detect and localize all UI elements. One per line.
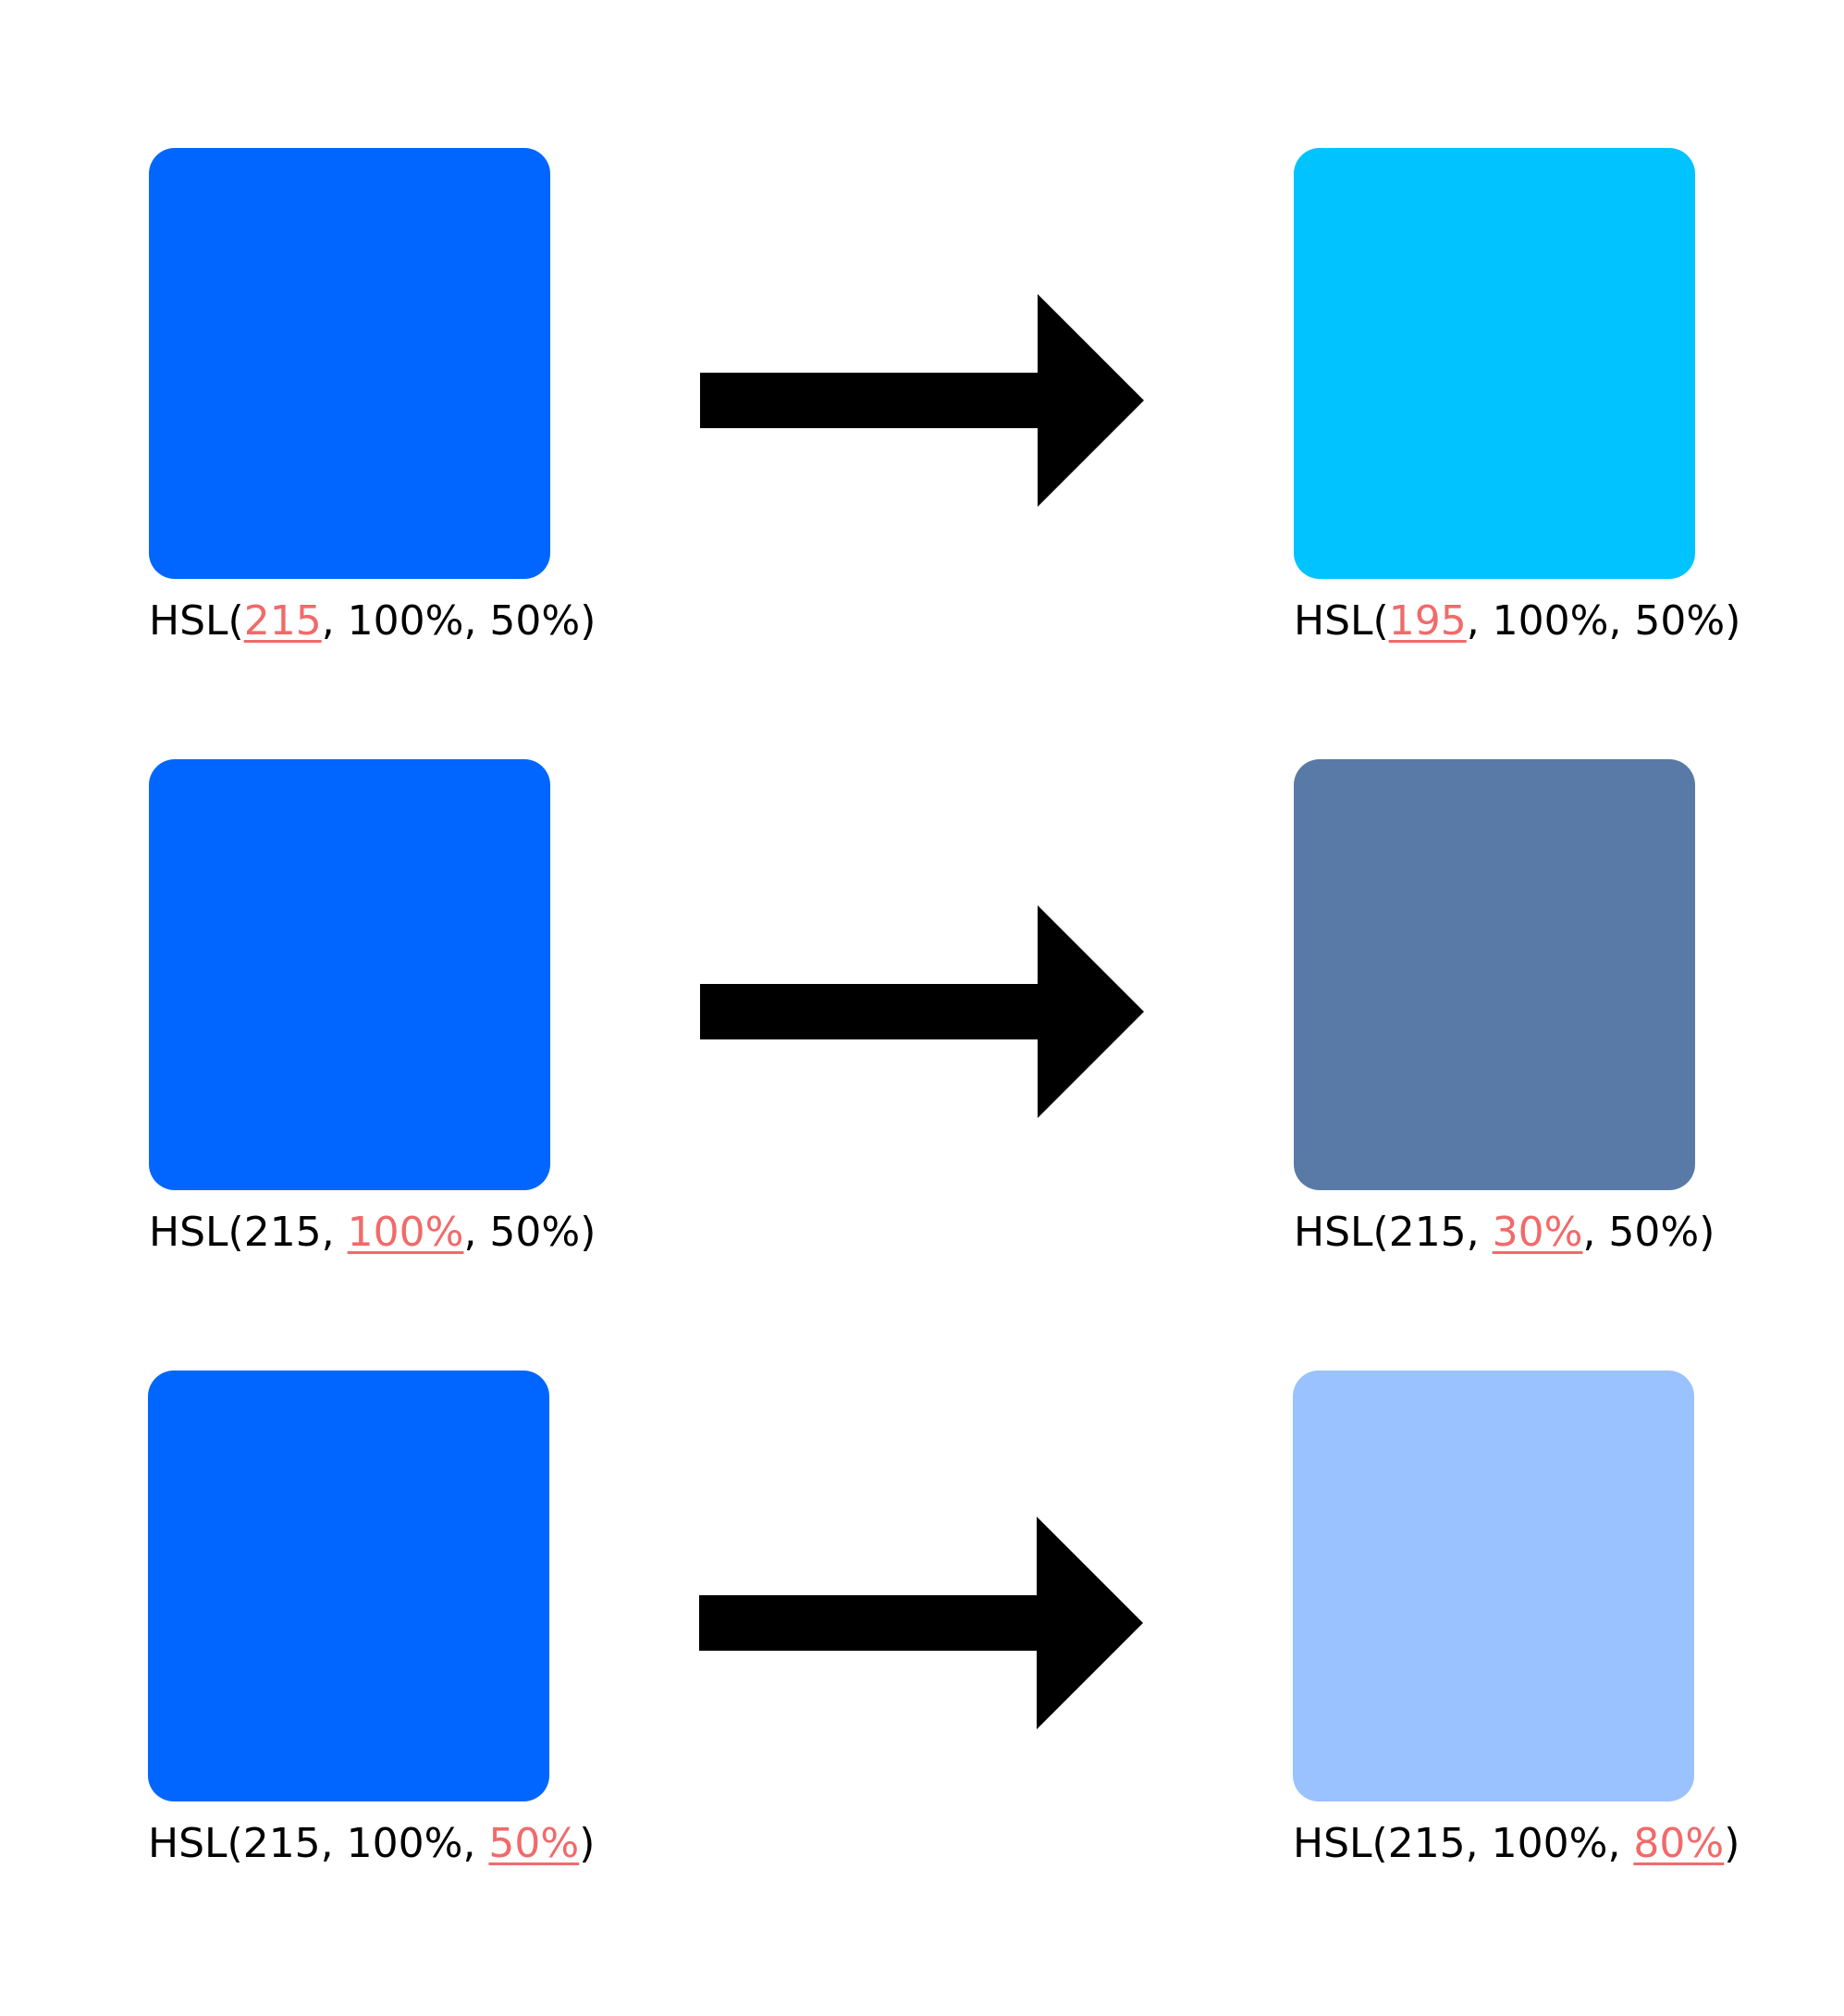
label-highlight: 30% — [1492, 1209, 1583, 1256]
label-suffix: , 50%) — [463, 1209, 596, 1256]
label-highlight: 80% — [1633, 1820, 1725, 1867]
label-row1-to: HSL(195, 100%, 50%) — [1294, 594, 1740, 649]
label-highlight: 100% — [347, 1209, 464, 1256]
arrow-right-icon — [700, 294, 1144, 507]
swatch-row1-to — [1294, 148, 1695, 579]
label-suffix: , 50%) — [1582, 1209, 1715, 1256]
label-suffix: , 100%, 50%) — [1466, 597, 1741, 645]
label-prefix: HSL( — [1294, 597, 1389, 645]
arrow-right-icon — [700, 905, 1144, 1118]
label-prefix: HSL(215, — [1294, 1209, 1493, 1256]
swatch-row3-from — [148, 1371, 549, 1801]
swatch-row3-to — [1293, 1371, 1694, 1801]
label-highlight: 50% — [488, 1820, 580, 1867]
label-row3-from: HSL(215, 100%, 50%) — [148, 1816, 595, 1872]
label-suffix: , 100%, 50%) — [321, 597, 596, 645]
swatch-row2-from — [149, 759, 550, 1190]
label-prefix: HSL( — [149, 597, 244, 645]
label-highlight: 195 — [1388, 597, 1467, 645]
label-suffix: ) — [1724, 1820, 1740, 1867]
label-prefix: HSL(215, 100%, — [148, 1820, 489, 1867]
label-suffix: ) — [579, 1820, 596, 1867]
label-row1-from: HSL(215, 100%, 50%) — [149, 594, 596, 649]
swatch-row2-to — [1294, 759, 1695, 1190]
label-row2-from: HSL(215, 100%, 50%) — [149, 1205, 596, 1260]
label-row3-to: HSL(215, 100%, 80%) — [1293, 1816, 1740, 1872]
arrow-right-icon — [699, 1517, 1143, 1729]
label-row2-to: HSL(215, 30%, 50%) — [1294, 1205, 1715, 1260]
label-highlight: 215 — [243, 597, 322, 645]
swatch-row1-from — [149, 148, 550, 579]
label-prefix: HSL(215, 100%, — [1293, 1820, 1634, 1867]
label-prefix: HSL(215, — [149, 1209, 348, 1256]
